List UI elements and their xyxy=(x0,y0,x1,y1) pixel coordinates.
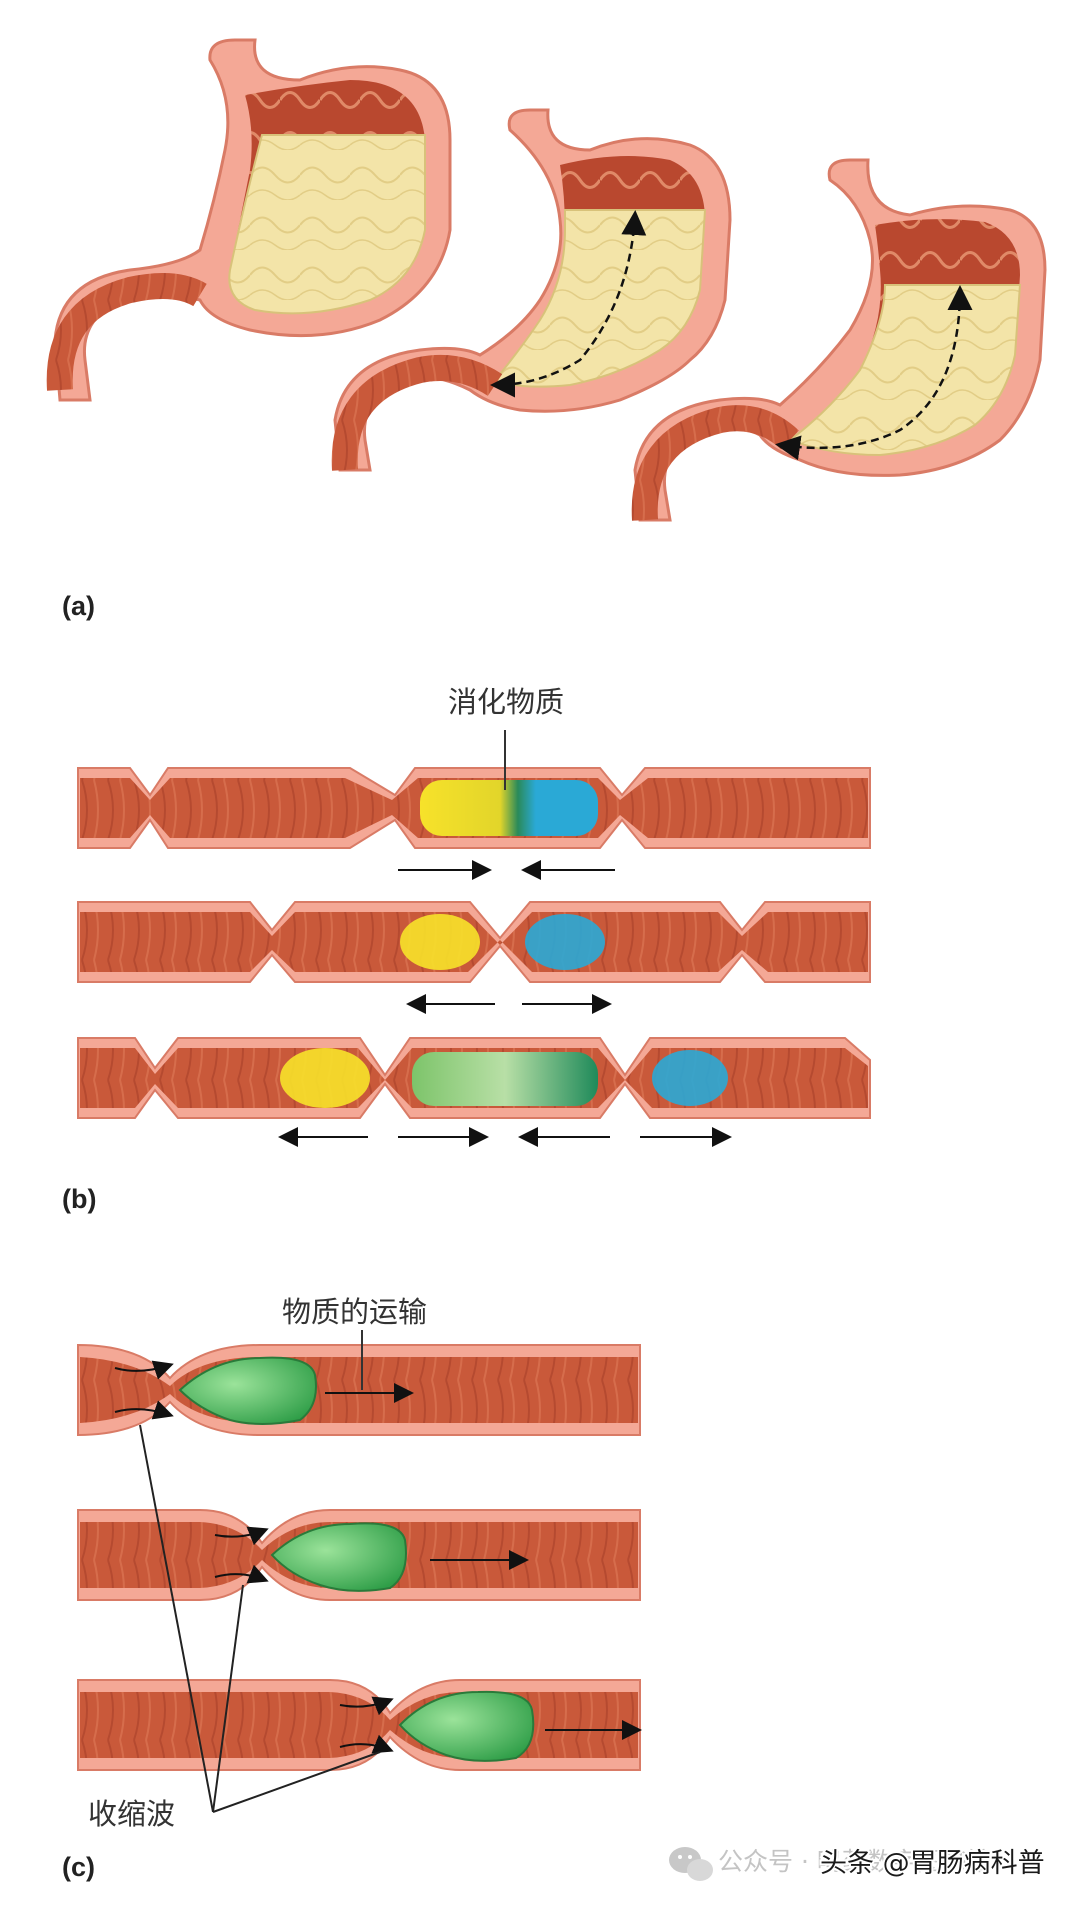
panel-a-stomachs xyxy=(46,38,1047,522)
peristalsis-row-2 xyxy=(77,1509,641,1601)
digested-material xyxy=(420,780,598,836)
blue-material xyxy=(525,914,605,970)
panel-a-label: (a) xyxy=(62,591,95,621)
wechat-watermark-text: 公众号 · 鸣药数字图书馆 xyxy=(718,1847,992,1876)
bolus xyxy=(398,1690,535,1762)
contraction-arrow xyxy=(339,1696,394,1716)
stomach-3 xyxy=(631,158,1047,522)
mixed-material xyxy=(412,1052,598,1106)
contraction-arrow xyxy=(214,1526,269,1546)
contraction-wave-label: 收缩波 xyxy=(88,1797,175,1831)
contraction-wave-callout-lines xyxy=(139,1424,381,1813)
peristalsis-row-1 xyxy=(77,1343,641,1437)
contraction-arrow xyxy=(114,1360,174,1380)
segment-row-3 xyxy=(77,1037,871,1147)
segment-row-1 xyxy=(77,767,871,880)
bolus xyxy=(270,1522,407,1592)
panel-b-segmentation xyxy=(77,730,871,1147)
peristalsis-row-3 xyxy=(77,1679,642,1771)
stomach-2 xyxy=(331,108,732,472)
toutiao-watermark-text: 头条 @胃肠病科普 xyxy=(820,1848,1045,1879)
watermark: 公众号 · 鸣药数字图书馆 头条 @胃肠病科普 xyxy=(669,1846,1047,1881)
panel-b-label: (b) xyxy=(62,1184,96,1214)
yellow-material xyxy=(280,1048,370,1108)
blue-material xyxy=(652,1050,728,1106)
transport-label: 物质的运输 xyxy=(282,1295,427,1329)
wechat-icon xyxy=(669,1847,713,1881)
segment-row-2 xyxy=(77,901,871,1014)
panel-c-label: (c) xyxy=(62,1852,95,1882)
contraction-arrow xyxy=(339,1734,394,1754)
panel-c-peristalsis xyxy=(77,1330,642,1813)
bolus xyxy=(178,1356,317,1425)
digested-material-label: 消化物质 xyxy=(448,685,564,719)
stomach-1 xyxy=(46,38,452,402)
contraction-arrow xyxy=(114,1400,174,1420)
contraction-arrow xyxy=(214,1564,269,1584)
yellow-material xyxy=(400,914,480,970)
